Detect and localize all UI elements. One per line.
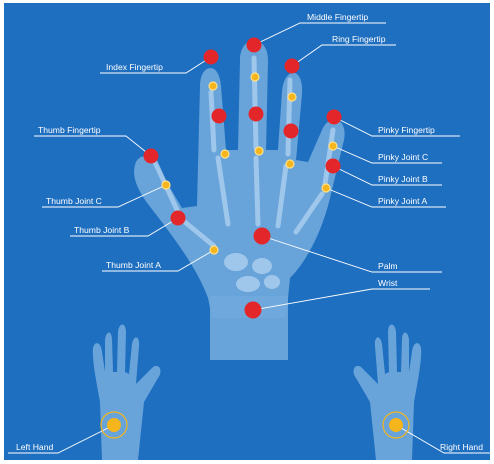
label-thumb-fingertip: Thumb Fingertip [38,125,101,135]
large-hand [134,41,344,361]
thumb-joint-a-point [210,246,218,254]
label-pinky-joint-c: Pinky Joint C [378,152,428,162]
diagram-frame: Middle Fingertip Ring Fingertip Index Fi… [4,3,490,460]
middle-lower-joint-point [255,147,263,155]
label-middle-fingertip: Middle Fingertip [307,12,368,22]
pinky-joint-c-point [329,142,337,150]
small-right-hand [354,325,422,461]
label-wrist: Wrist [378,278,398,288]
index-upper-joint-point [209,82,217,90]
label-palm: Palm [378,261,398,271]
label-thumb-joint-c: Thumb Joint C [46,196,102,206]
label-right-hand: Right Hand [440,442,483,452]
label-left-hand: Left Hand [16,442,53,452]
label-thumb-joint-b: Thumb Joint B [74,225,130,235]
leader-ring-fingertip [292,45,396,66]
ring-upper-joint-point [288,93,296,101]
ring-lower-joint-point [286,160,294,168]
thumb-joint-b-point [171,211,186,226]
wrist-point [245,302,262,319]
label-index-fingertip: Index Fingertip [106,62,163,72]
label-ring-fingertip: Ring Fingertip [332,34,386,44]
ring-fingertip-point [285,59,300,74]
left-hand-point [107,418,121,432]
thumb-joint-c-point [162,181,170,189]
ring-mid-point [284,124,299,139]
hand-diagram: Middle Fingertip Ring Fingertip Index Fi… [4,3,490,460]
palm-point [254,228,271,245]
label-pinky-joint-b: Pinky Joint B [378,174,428,184]
small-left-hand [93,325,161,461]
label-pinky-joint-a: Pinky Joint A [378,196,427,206]
thumb-fingertip-point [144,149,159,164]
label-pinky-fingertip: Pinky Fingertip [378,125,435,135]
right-hand-point [389,418,403,432]
middle-upper-joint-point [251,73,259,81]
pinky-fingertip-point [327,110,342,125]
label-thumb-joint-a: Thumb Joint A [106,260,161,270]
small-left-hand-silhouette [93,325,161,461]
middle-fingertip-point [247,38,262,53]
leader-thumb-fingertip [34,136,151,156]
index-lower-joint-point [221,150,229,158]
pinky-joint-b-point [326,159,341,174]
index-mid-point [212,109,227,124]
middle-mid-point [249,107,264,122]
pinky-joint-a-point [322,184,330,192]
small-right-hand-silhouette [354,325,422,461]
index-fingertip-point [204,50,219,65]
